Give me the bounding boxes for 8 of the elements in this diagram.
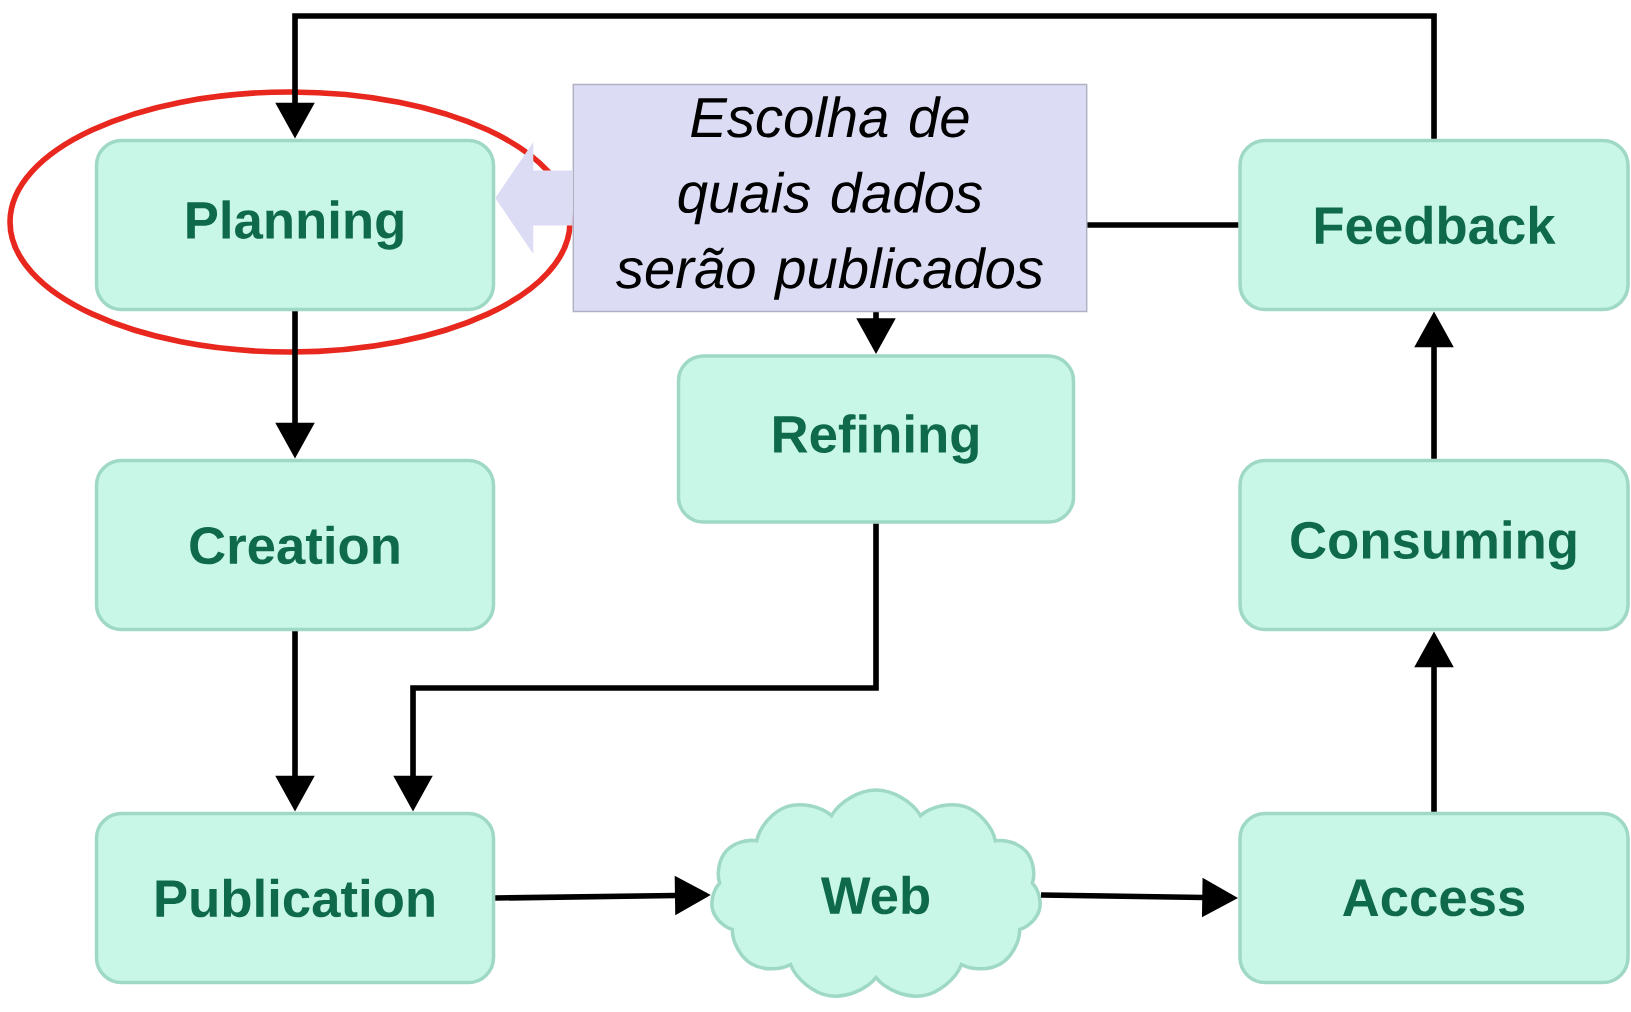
process-box: Refining: [676, 354, 1076, 524]
process-box: Creation: [94, 458, 496, 632]
process-box: Publication: [94, 811, 496, 985]
process-box: Feedback: [1238, 138, 1630, 312]
process-box: Access: [1238, 811, 1630, 985]
callout-box: Escolha de quais dados serão publicados: [572, 83, 1088, 313]
process-box: Planning: [94, 138, 496, 312]
process-box: Consuming: [1238, 458, 1630, 632]
